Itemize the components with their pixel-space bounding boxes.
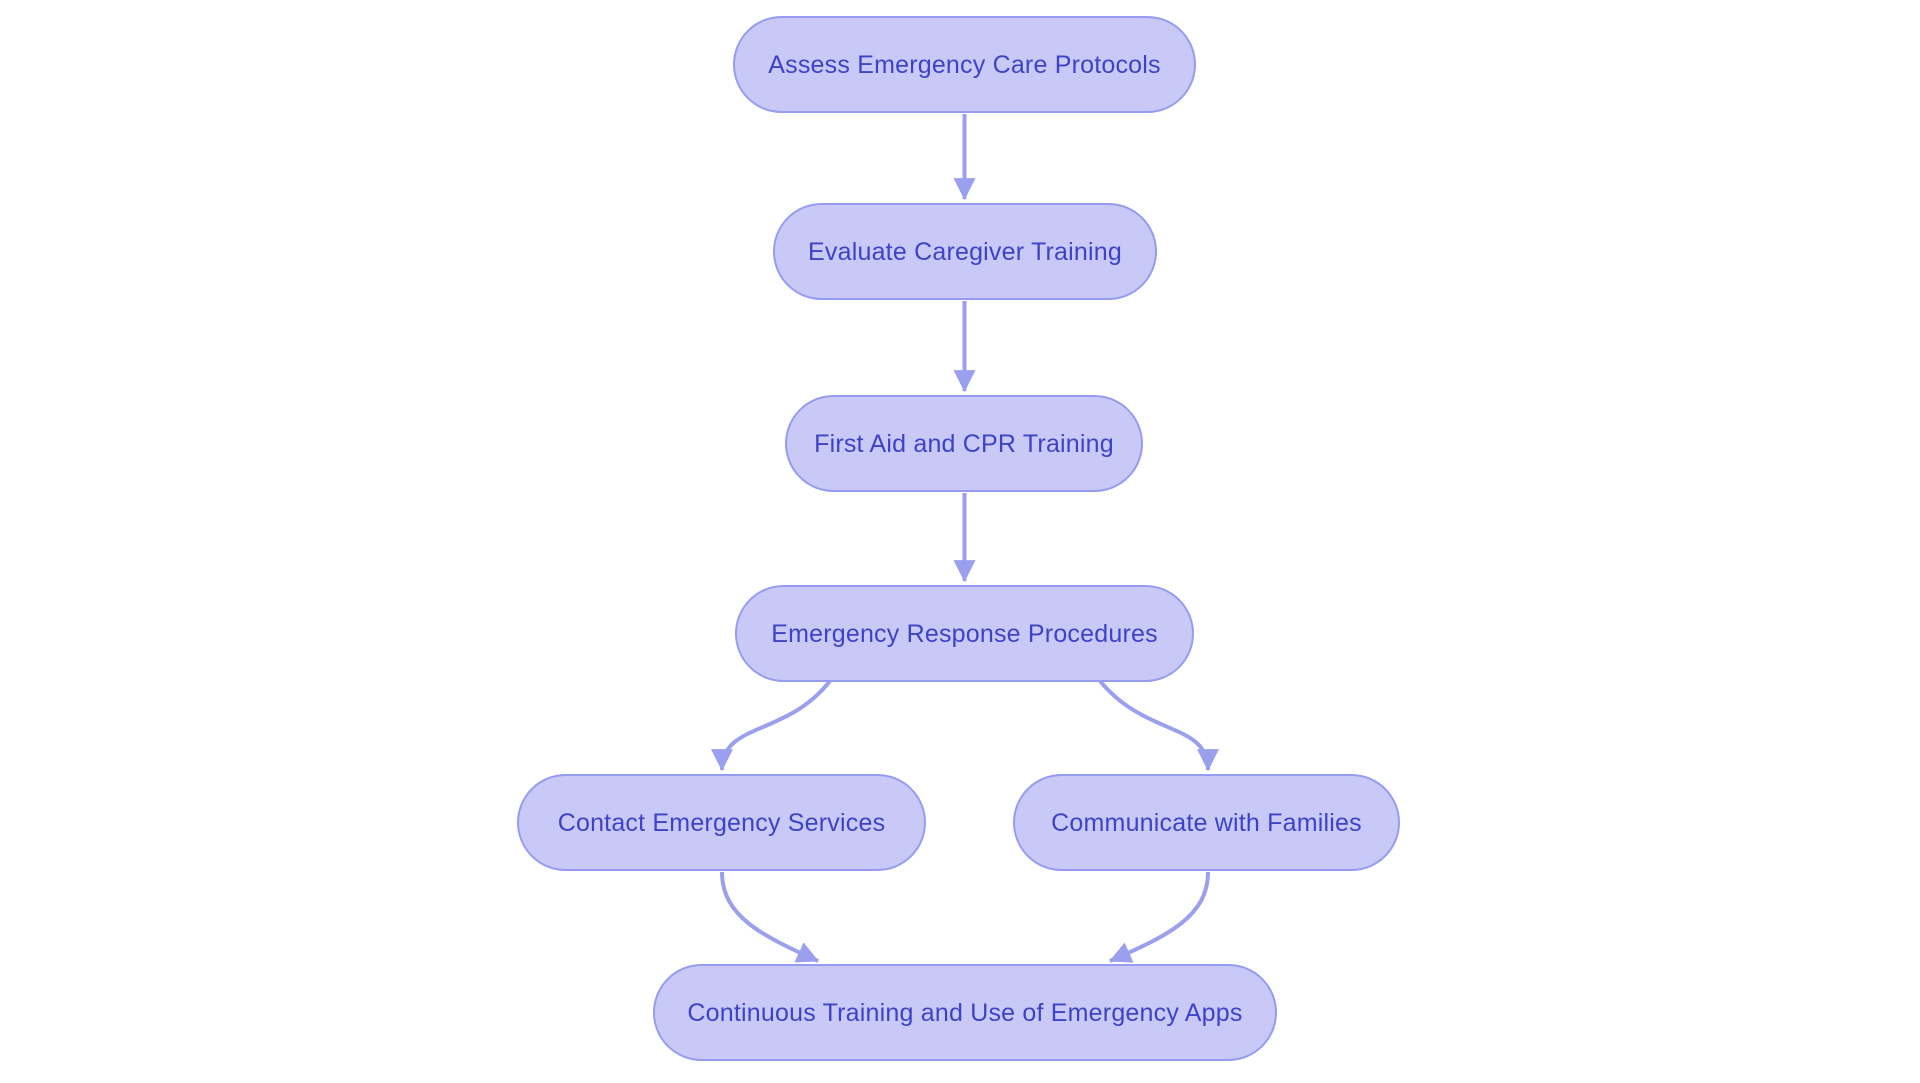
edge-response-to-contact — [711, 679, 832, 772]
node-first-aid-and-cpr-training: First Aid and CPR Training — [785, 395, 1143, 492]
node-assess-emergency-care-protocols: Assess Emergency Care Protocols — [733, 16, 1196, 113]
node-communicate-with-families: Communicate with Families — [1013, 774, 1400, 871]
node-emergency-response-procedures: Emergency Response Procedures — [735, 585, 1194, 682]
edge-contact-to-continuous — [720, 871, 820, 963]
edge-communicate-to-continuous — [1108, 871, 1210, 963]
node-continuous-training-and-use-of-emergency-apps: Continuous Training and Use of Emergency… — [653, 964, 1277, 1061]
edge-response-to-communicate — [1098, 679, 1219, 772]
node-contact-emergency-services: Contact Emergency Services — [517, 774, 926, 871]
node-evaluate-caregiver-training: Evaluate Caregiver Training — [773, 203, 1157, 300]
